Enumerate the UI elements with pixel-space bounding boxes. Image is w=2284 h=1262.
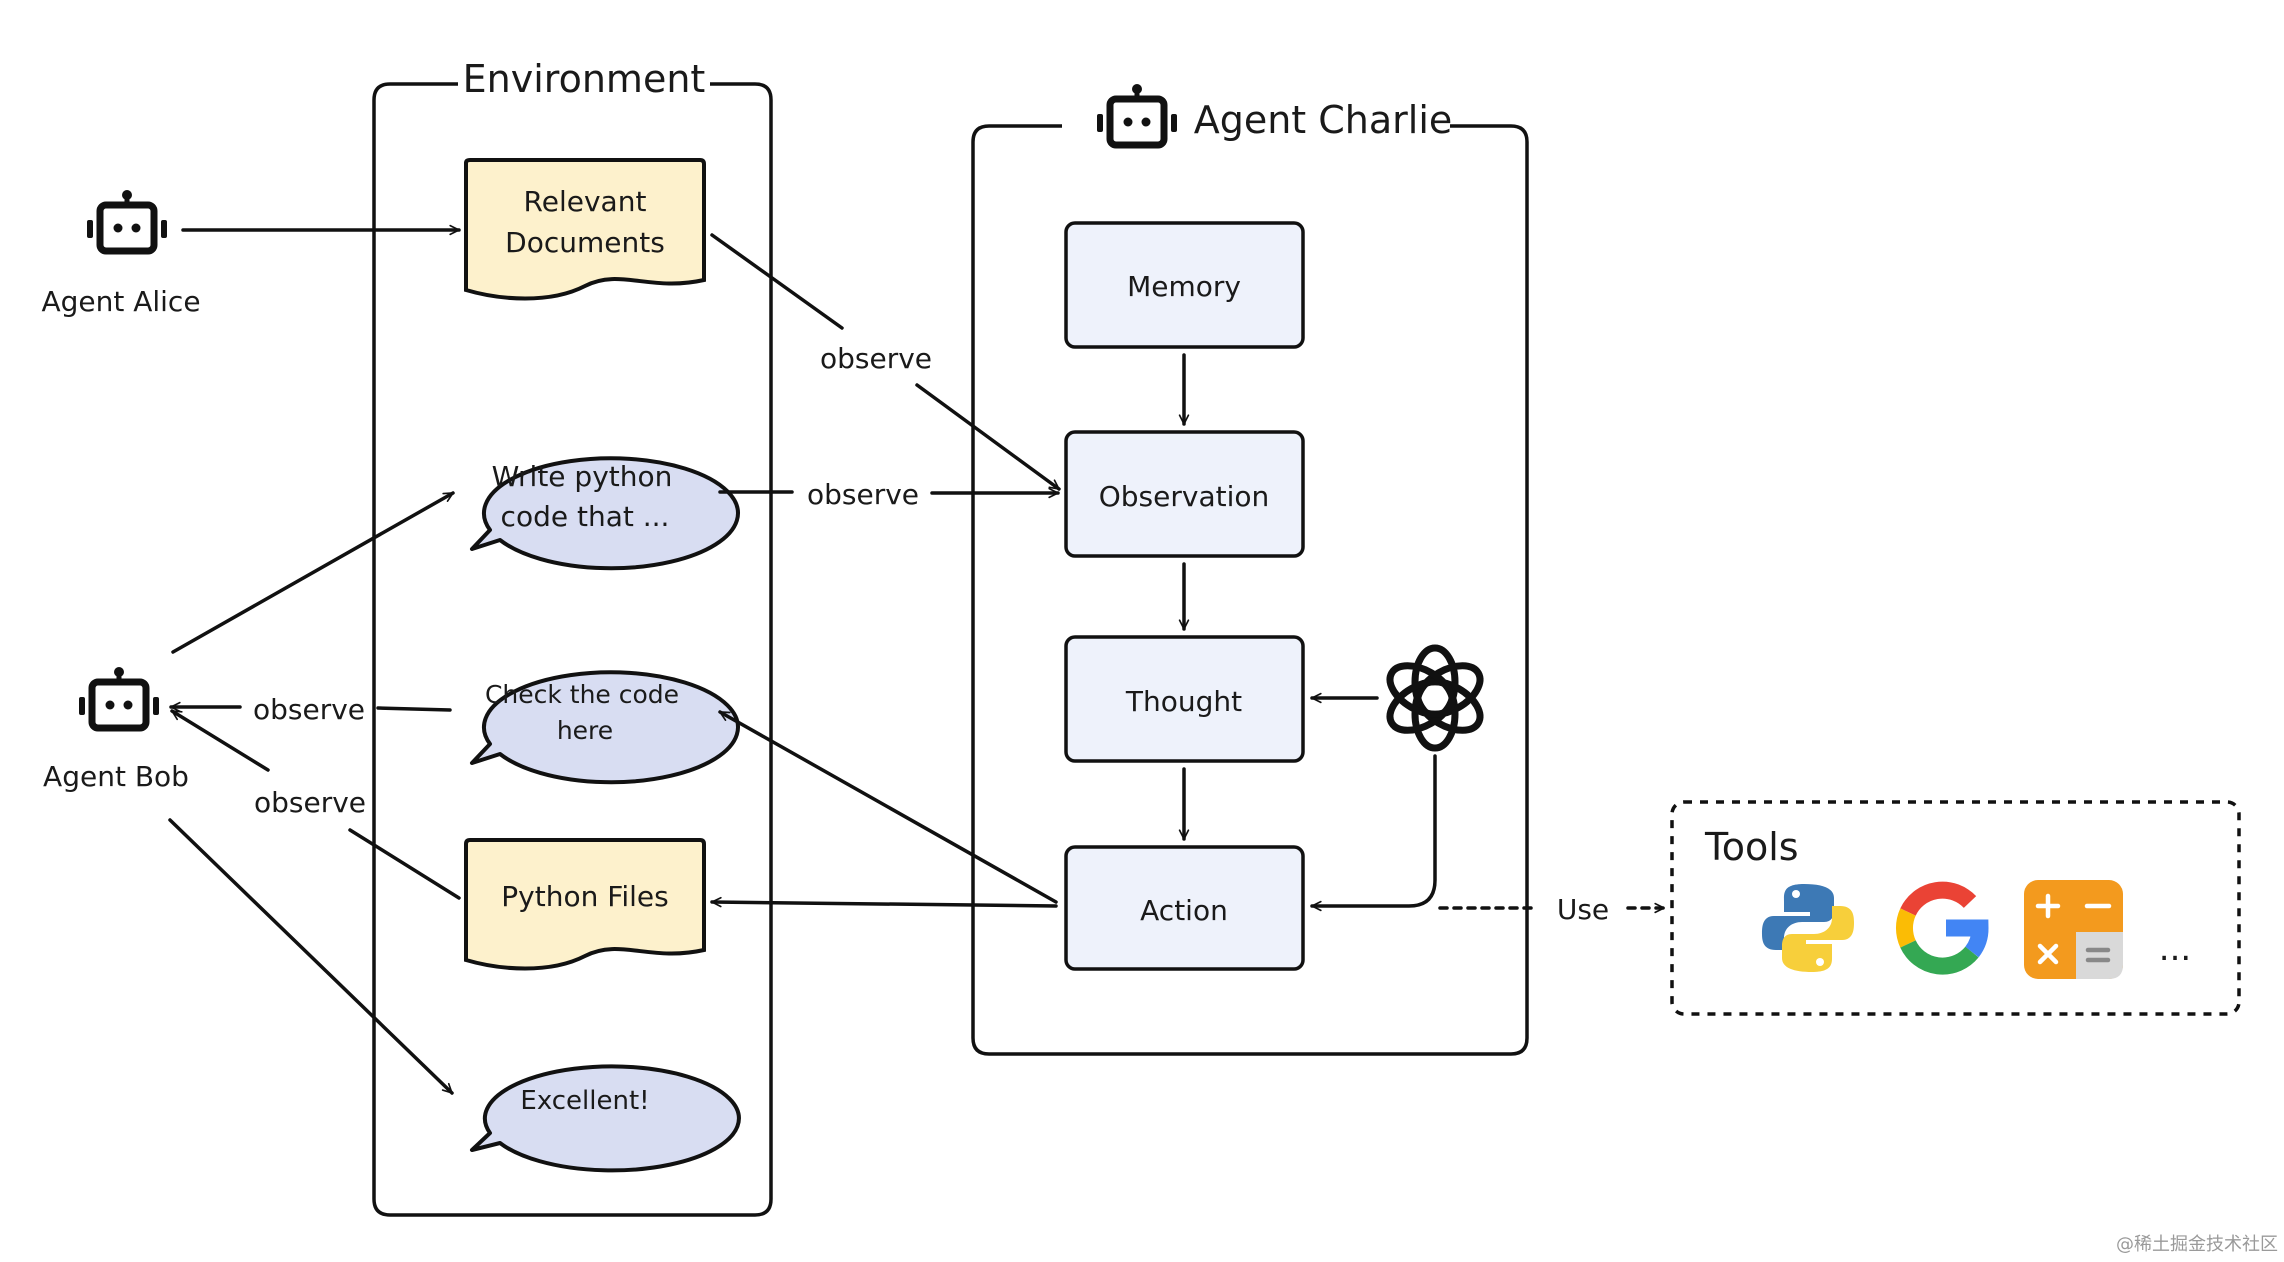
openai-icon — [1386, 644, 1484, 752]
edge-label-observe-documents: observe — [820, 342, 932, 375]
watermark: @稀土掘金技术社区 — [2116, 1234, 2278, 1255]
robot-icon — [79, 667, 159, 728]
memory-node[interactable]: Memory — [1064, 221, 1305, 349]
agent-bob-label: Agent Bob — [43, 760, 189, 793]
python-files-node[interactable]: Python Files — [464, 838, 706, 971]
tools-title: Tools — [1704, 825, 1799, 869]
edge-label-observe-bob-files: observe — [254, 786, 366, 819]
edge-bob-to-excellent — [168, 818, 454, 1095]
edge-files-to-bob — [170, 709, 270, 772]
environment-container: Environment — [372, 57, 773, 1217]
edge-bob-to-write — [171, 491, 455, 654]
relevant-documents-label-2: Documents — [505, 226, 665, 259]
edge-label-use: Use — [1557, 893, 1609, 926]
check-code-label-2: here — [557, 716, 613, 745]
edge-openai-to-action — [1310, 754, 1437, 912]
excellent-label: Excellent! — [520, 1086, 649, 1116]
edge-documents-observe — [710, 233, 844, 330]
thought-label: Thought — [1125, 685, 1242, 718]
thought-node[interactable]: Thought — [1064, 635, 1305, 763]
edge-action-to-check — [718, 710, 1058, 904]
edge-documents-to-observation — [915, 383, 1061, 491]
agent-bob[interactable]: Agent Bob — [43, 667, 189, 793]
agent-alice[interactable]: Agent Alice — [41, 190, 201, 318]
excellent-bubble[interactable]: Excellent! — [470, 1064, 741, 1173]
write-python-label-2: code that ... — [501, 500, 670, 533]
check-code-label-1: Check the code — [485, 680, 679, 709]
tools-more: ... — [2159, 929, 2191, 969]
action-label: Action — [1140, 894, 1228, 927]
write-python-label-1: Write python — [492, 460, 673, 493]
observation-node[interactable]: Observation — [1064, 430, 1305, 558]
edge-files-observe — [348, 828, 461, 900]
agent-alice-label: Agent Alice — [41, 285, 200, 318]
calculator-icon[interactable] — [2024, 880, 2123, 979]
robot-icon — [1097, 84, 1177, 145]
edge-label-observe-write: observe — [807, 478, 919, 511]
tools-box: Tools ... — [1670, 800, 2241, 1016]
agent-charlie-container: Agent Charlie — [971, 84, 1529, 1056]
edge-check-observe — [376, 706, 452, 712]
environment-title: Environment — [463, 57, 706, 101]
check-code-bubble[interactable]: Check the code here — [470, 670, 740, 785]
python-files-label: Python Files — [501, 880, 668, 913]
memory-label: Memory — [1127, 270, 1241, 303]
google-icon[interactable] — [1896, 881, 1989, 975]
observation-label: Observation — [1099, 480, 1270, 513]
agent-charlie-label: Agent Charlie — [1194, 98, 1453, 142]
write-python-bubble[interactable]: Write python code that ... — [470, 456, 740, 571]
action-node[interactable]: Action — [1064, 845, 1305, 971]
edge-label-observe-bob-check: observe — [253, 693, 365, 726]
edge-action-to-files — [710, 896, 1058, 908]
relevant-documents-node[interactable]: Relevant Documents — [464, 158, 706, 301]
python-icon[interactable] — [1762, 884, 1854, 972]
robot-icon — [87, 190, 167, 251]
relevant-documents-label-1: Relevant — [524, 185, 647, 218]
